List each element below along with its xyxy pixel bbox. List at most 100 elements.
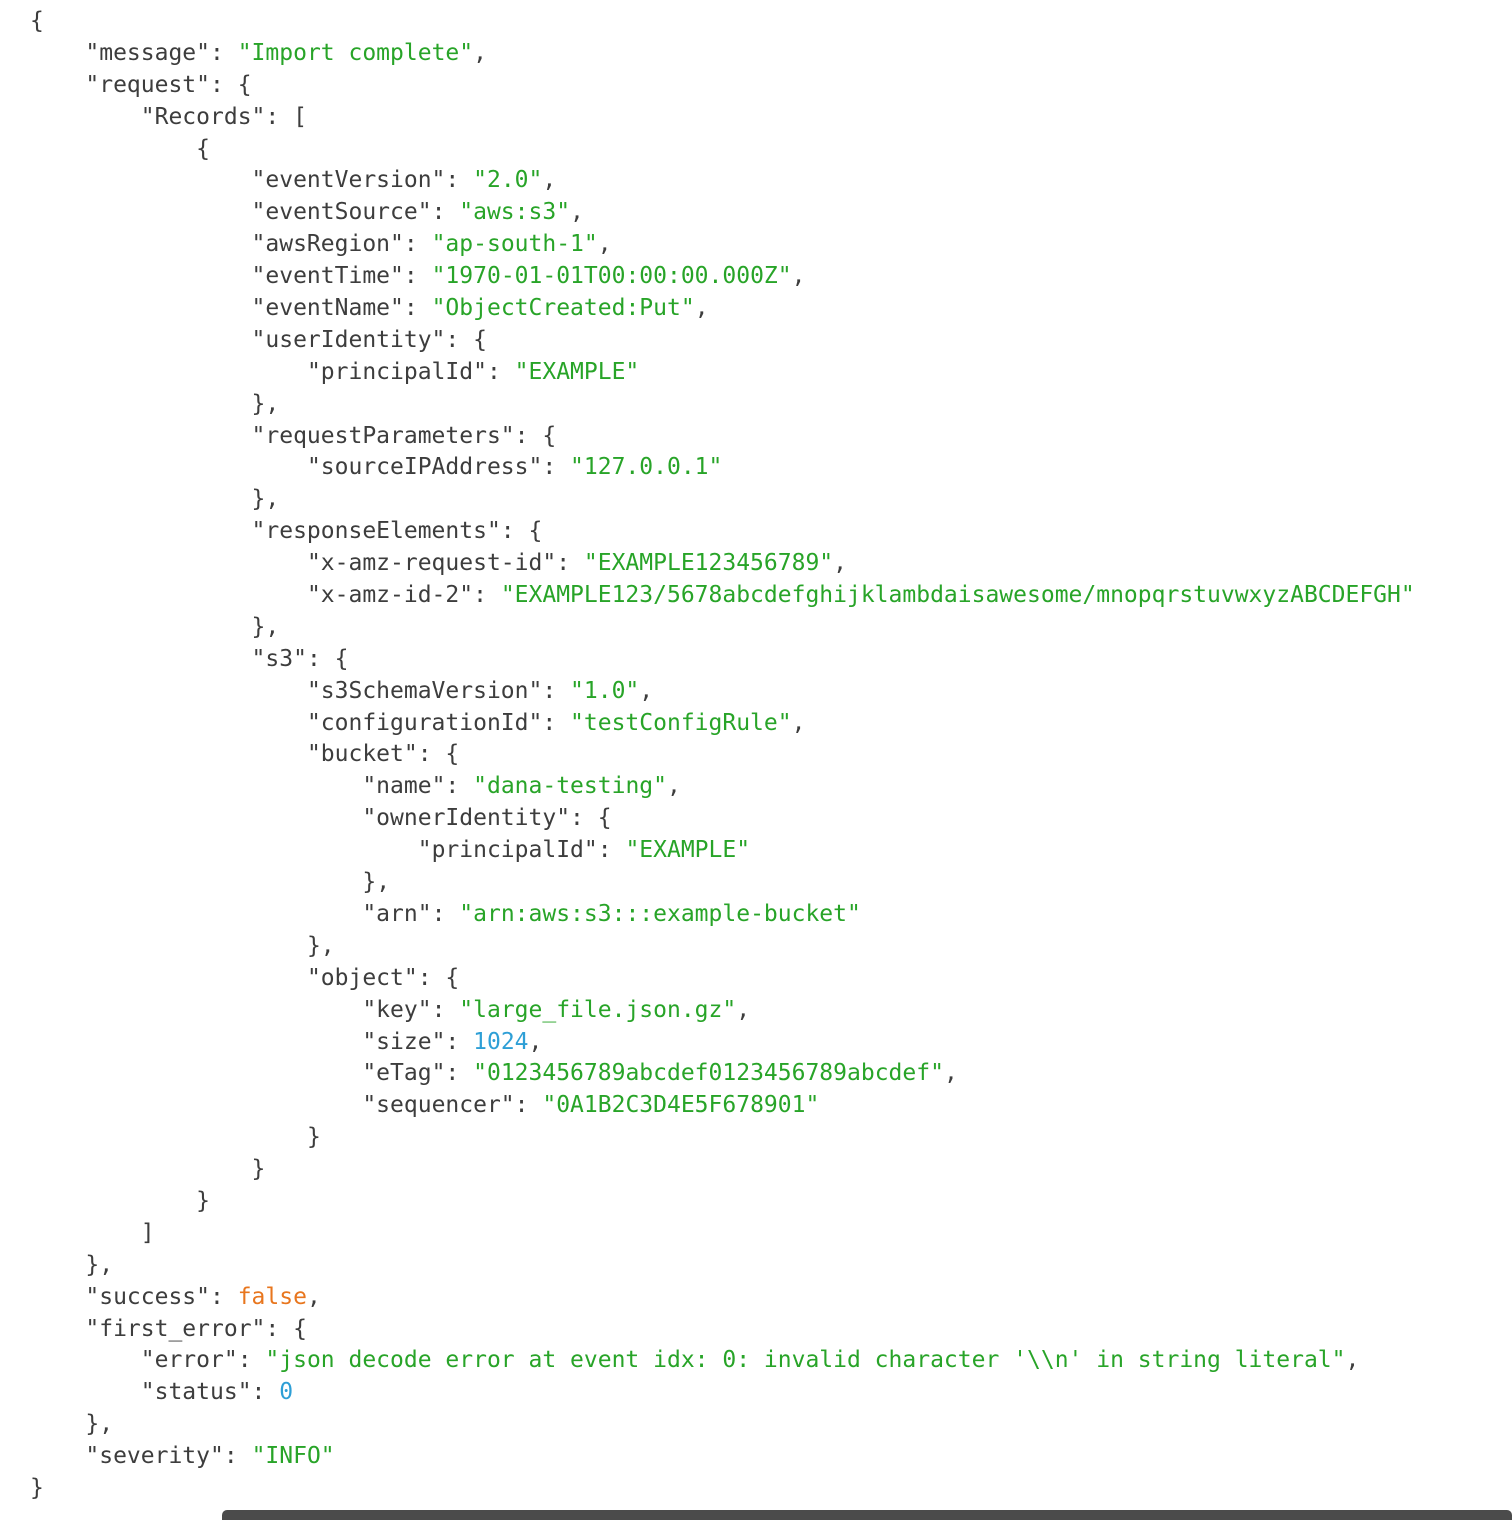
json-punctuation: ,: [639, 677, 654, 704]
json-punctuation: ,: [320, 932, 335, 959]
json-punctuation: :: [431, 199, 460, 226]
json-punctuation: {: [597, 805, 612, 832]
json-key: "ownerIdentity": [362, 805, 571, 832]
json-punctuation: ,: [943, 1060, 958, 1087]
json-line: },: [30, 484, 1512, 516]
json-line: "Records": [: [30, 102, 1512, 134]
json-line: "request": {: [30, 70, 1512, 102]
json-line: "size": 1024,: [30, 1027, 1512, 1059]
json-line: {: [30, 6, 1512, 38]
json-punctuation: :: [265, 103, 294, 130]
json-value-string: "json decode error at event idx: 0: inva…: [265, 1347, 1346, 1374]
json-punctuation: :: [223, 1443, 252, 1470]
json-key: "eventTime": [251, 263, 404, 290]
json-value-string: "ap-south-1": [431, 231, 598, 258]
json-punctuation: ,: [265, 486, 280, 513]
window-edge: [222, 1510, 1512, 1520]
json-key: "message": [85, 39, 210, 66]
json-punctuation: }: [251, 390, 266, 417]
json-value-string: "127.0.0.1": [570, 454, 723, 481]
json-key: "configurationId": [306, 709, 543, 736]
json-punctuation: ,: [265, 390, 280, 417]
json-line: },: [30, 867, 1512, 899]
json-key: "principalId": [417, 837, 598, 864]
json-value-string: "ObjectCreated:Put": [431, 295, 695, 322]
json-key: "success": [85, 1283, 210, 1310]
json-value-string: "EXAMPLE": [625, 837, 751, 864]
json-line: "bucket": {: [30, 739, 1512, 771]
json-value-boolean: false: [237, 1283, 307, 1310]
json-value-string: "aws:s3": [459, 199, 571, 226]
json-line: "key": "large_file.json.gz",: [30, 995, 1512, 1027]
json-punctuation: ,: [306, 1283, 321, 1310]
json-key: "eventSource": [251, 199, 432, 226]
json-punctuation: :: [445, 167, 474, 194]
json-value-string: "large_file.json.gz": [459, 996, 737, 1023]
json-key: "requestParameters": [251, 422, 515, 449]
json-punctuation: }: [196, 1187, 211, 1214]
json-line: "error": "json decode error at event idx…: [30, 1345, 1512, 1377]
json-key: "Records": [140, 103, 266, 130]
json-line: {: [30, 134, 1512, 166]
json-punctuation: ,: [99, 1411, 114, 1438]
json-key: "eventVersion": [251, 167, 446, 194]
json-line: "eventName": "ObjectCreated:Put",: [30, 293, 1512, 325]
json-punctuation: :: [542, 677, 571, 704]
json-punctuation: {: [473, 326, 487, 353]
json-punctuation: }: [30, 1474, 44, 1501]
json-key: "severity": [85, 1443, 224, 1470]
json-key: "userIdentity": [251, 326, 446, 353]
json-value-string: "EXAMPLE123/5678abcdefghijklambdaisaweso…: [500, 582, 1415, 609]
json-punctuation: ,: [667, 773, 681, 800]
json-key: "request": [85, 71, 210, 98]
json-punctuation: ,: [694, 295, 709, 322]
json-line: },: [30, 931, 1512, 963]
json-key: "sequencer": [362, 1092, 515, 1119]
json-value-string: "2.0": [473, 167, 543, 194]
json-punctuation: ,: [473, 39, 487, 66]
json-line: "awsRegion": "ap-south-1",: [30, 229, 1512, 261]
json-viewer[interactable]: {"message": "Import complete","request":…: [30, 6, 1512, 1505]
json-punctuation: {: [528, 518, 543, 545]
json-value-number: 1024: [473, 1028, 529, 1055]
json-punctuation: :: [403, 295, 432, 322]
json-key: "status": [140, 1379, 252, 1406]
json-punctuation: }: [306, 932, 321, 959]
json-key: "responseElements": [251, 518, 501, 545]
json-line: "first_error": {: [30, 1314, 1512, 1346]
json-punctuation: :: [417, 964, 446, 991]
json-line: "responseElements": {: [30, 516, 1512, 548]
json-line: "requestParameters": {: [30, 421, 1512, 453]
json-key: "x-amz-request-id": [306, 550, 557, 577]
json-key: "bucket": [306, 741, 418, 768]
json-punctuation: {: [445, 741, 460, 768]
json-punctuation: :: [237, 1347, 266, 1374]
json-line: },: [30, 612, 1512, 644]
json-punctuation: :: [542, 454, 571, 481]
json-punctuation: :: [306, 645, 335, 672]
json-key: "size": [362, 1028, 446, 1055]
json-line: "principalId": "EXAMPLE": [30, 357, 1512, 389]
json-punctuation: :: [210, 71, 238, 98]
json-value-string: "testConfigRule": [570, 709, 792, 736]
json-line: "configurationId": "testConfigRule",: [30, 708, 1512, 740]
json-key: "name": [362, 773, 446, 800]
json-punctuation: :: [445, 326, 474, 353]
json-punctuation: :: [431, 996, 460, 1023]
json-line: ]: [30, 1218, 1512, 1250]
json-line: "sequencer": "0A1B2C3D4E5F678901": [30, 1090, 1512, 1122]
json-punctuation: :: [542, 709, 571, 736]
json-value-string: "INFO": [251, 1443, 335, 1470]
json-line: "ownerIdentity": {: [30, 803, 1512, 835]
json-punctuation: {: [237, 71, 252, 98]
json-punctuation: :: [210, 1283, 238, 1310]
json-key: "s3SchemaVersion": [306, 677, 543, 704]
json-punctuation: ,: [528, 1028, 543, 1055]
json-line: }: [30, 1186, 1512, 1218]
json-punctuation: :: [403, 263, 432, 290]
json-punctuation: :: [556, 550, 584, 577]
json-punctuation: :: [445, 773, 474, 800]
json-punctuation: {: [542, 422, 557, 449]
json-punctuation: {: [30, 8, 44, 34]
json-punctuation: }: [306, 1124, 321, 1151]
